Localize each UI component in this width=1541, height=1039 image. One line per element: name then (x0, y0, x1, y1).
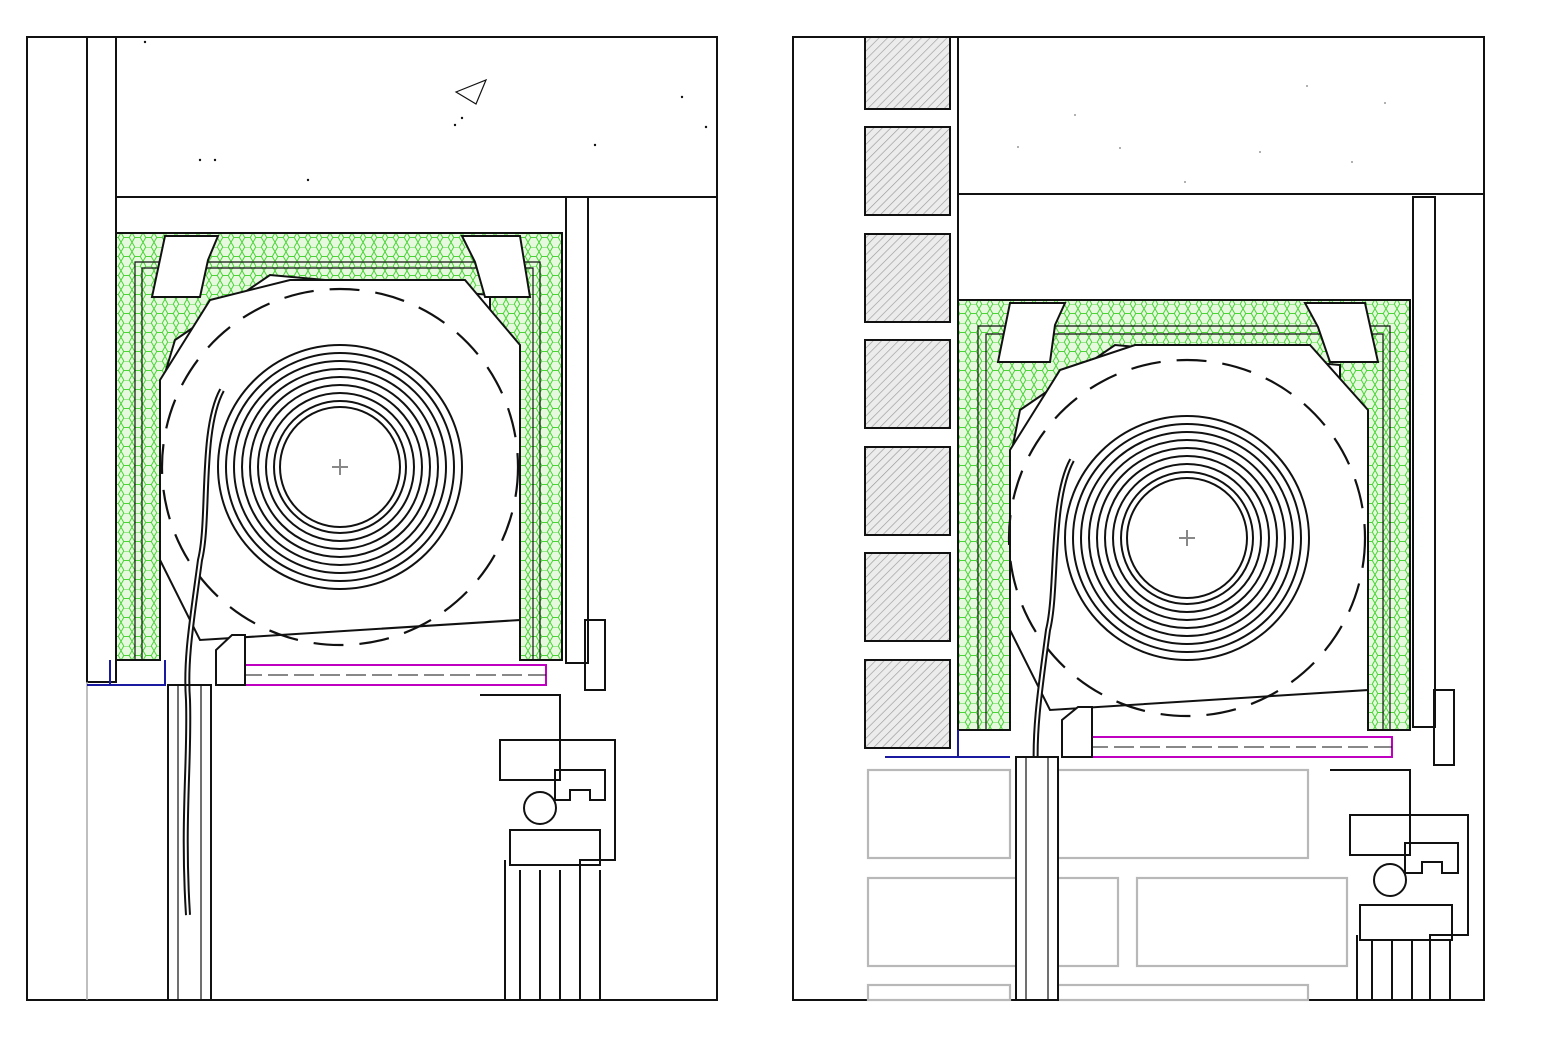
right-corner-bracket (1061, 706, 1093, 758)
left-right-post (565, 196, 589, 664)
right-base-trim (885, 730, 1010, 758)
right-shutter-coil (1064, 415, 1310, 661)
left-lintel-triangle (454, 78, 488, 105)
left-guide-rail (167, 684, 212, 1001)
left-inner-liner-2 (141, 267, 534, 660)
left-corner-bracket (215, 634, 246, 686)
left-base-trim (87, 660, 166, 686)
right-clip-b (1303, 302, 1380, 363)
left-clip-b (460, 235, 532, 298)
right-max-roll-circle (1007, 358, 1367, 718)
right-lintel (957, 36, 1485, 195)
right-guide-rail (1015, 756, 1059, 1001)
left-clip-a (150, 235, 220, 298)
right-roller-cavity (1009, 344, 1369, 712)
right-inner-liner (977, 325, 1391, 730)
right-right-post (1412, 196, 1436, 728)
left-wall-stud (86, 36, 117, 683)
right-lintel-specks (1017, 85, 1386, 183)
right-clip-a (996, 302, 1067, 363)
left-shutter-coil (217, 344, 463, 590)
left-lintel-specks (143, 40, 708, 182)
right-window-frame (1330, 689, 1469, 1000)
right-panel (792, 36, 1485, 1002)
left-inner-liner (134, 261, 541, 660)
left-window-frame (480, 619, 616, 1000)
left-panel (26, 36, 718, 1001)
left-max-roll-circle (160, 287, 520, 647)
left-lintel (115, 36, 718, 198)
right-lower-masonry (866, 768, 1349, 1002)
right-masonry-blocks (864, 36, 951, 749)
